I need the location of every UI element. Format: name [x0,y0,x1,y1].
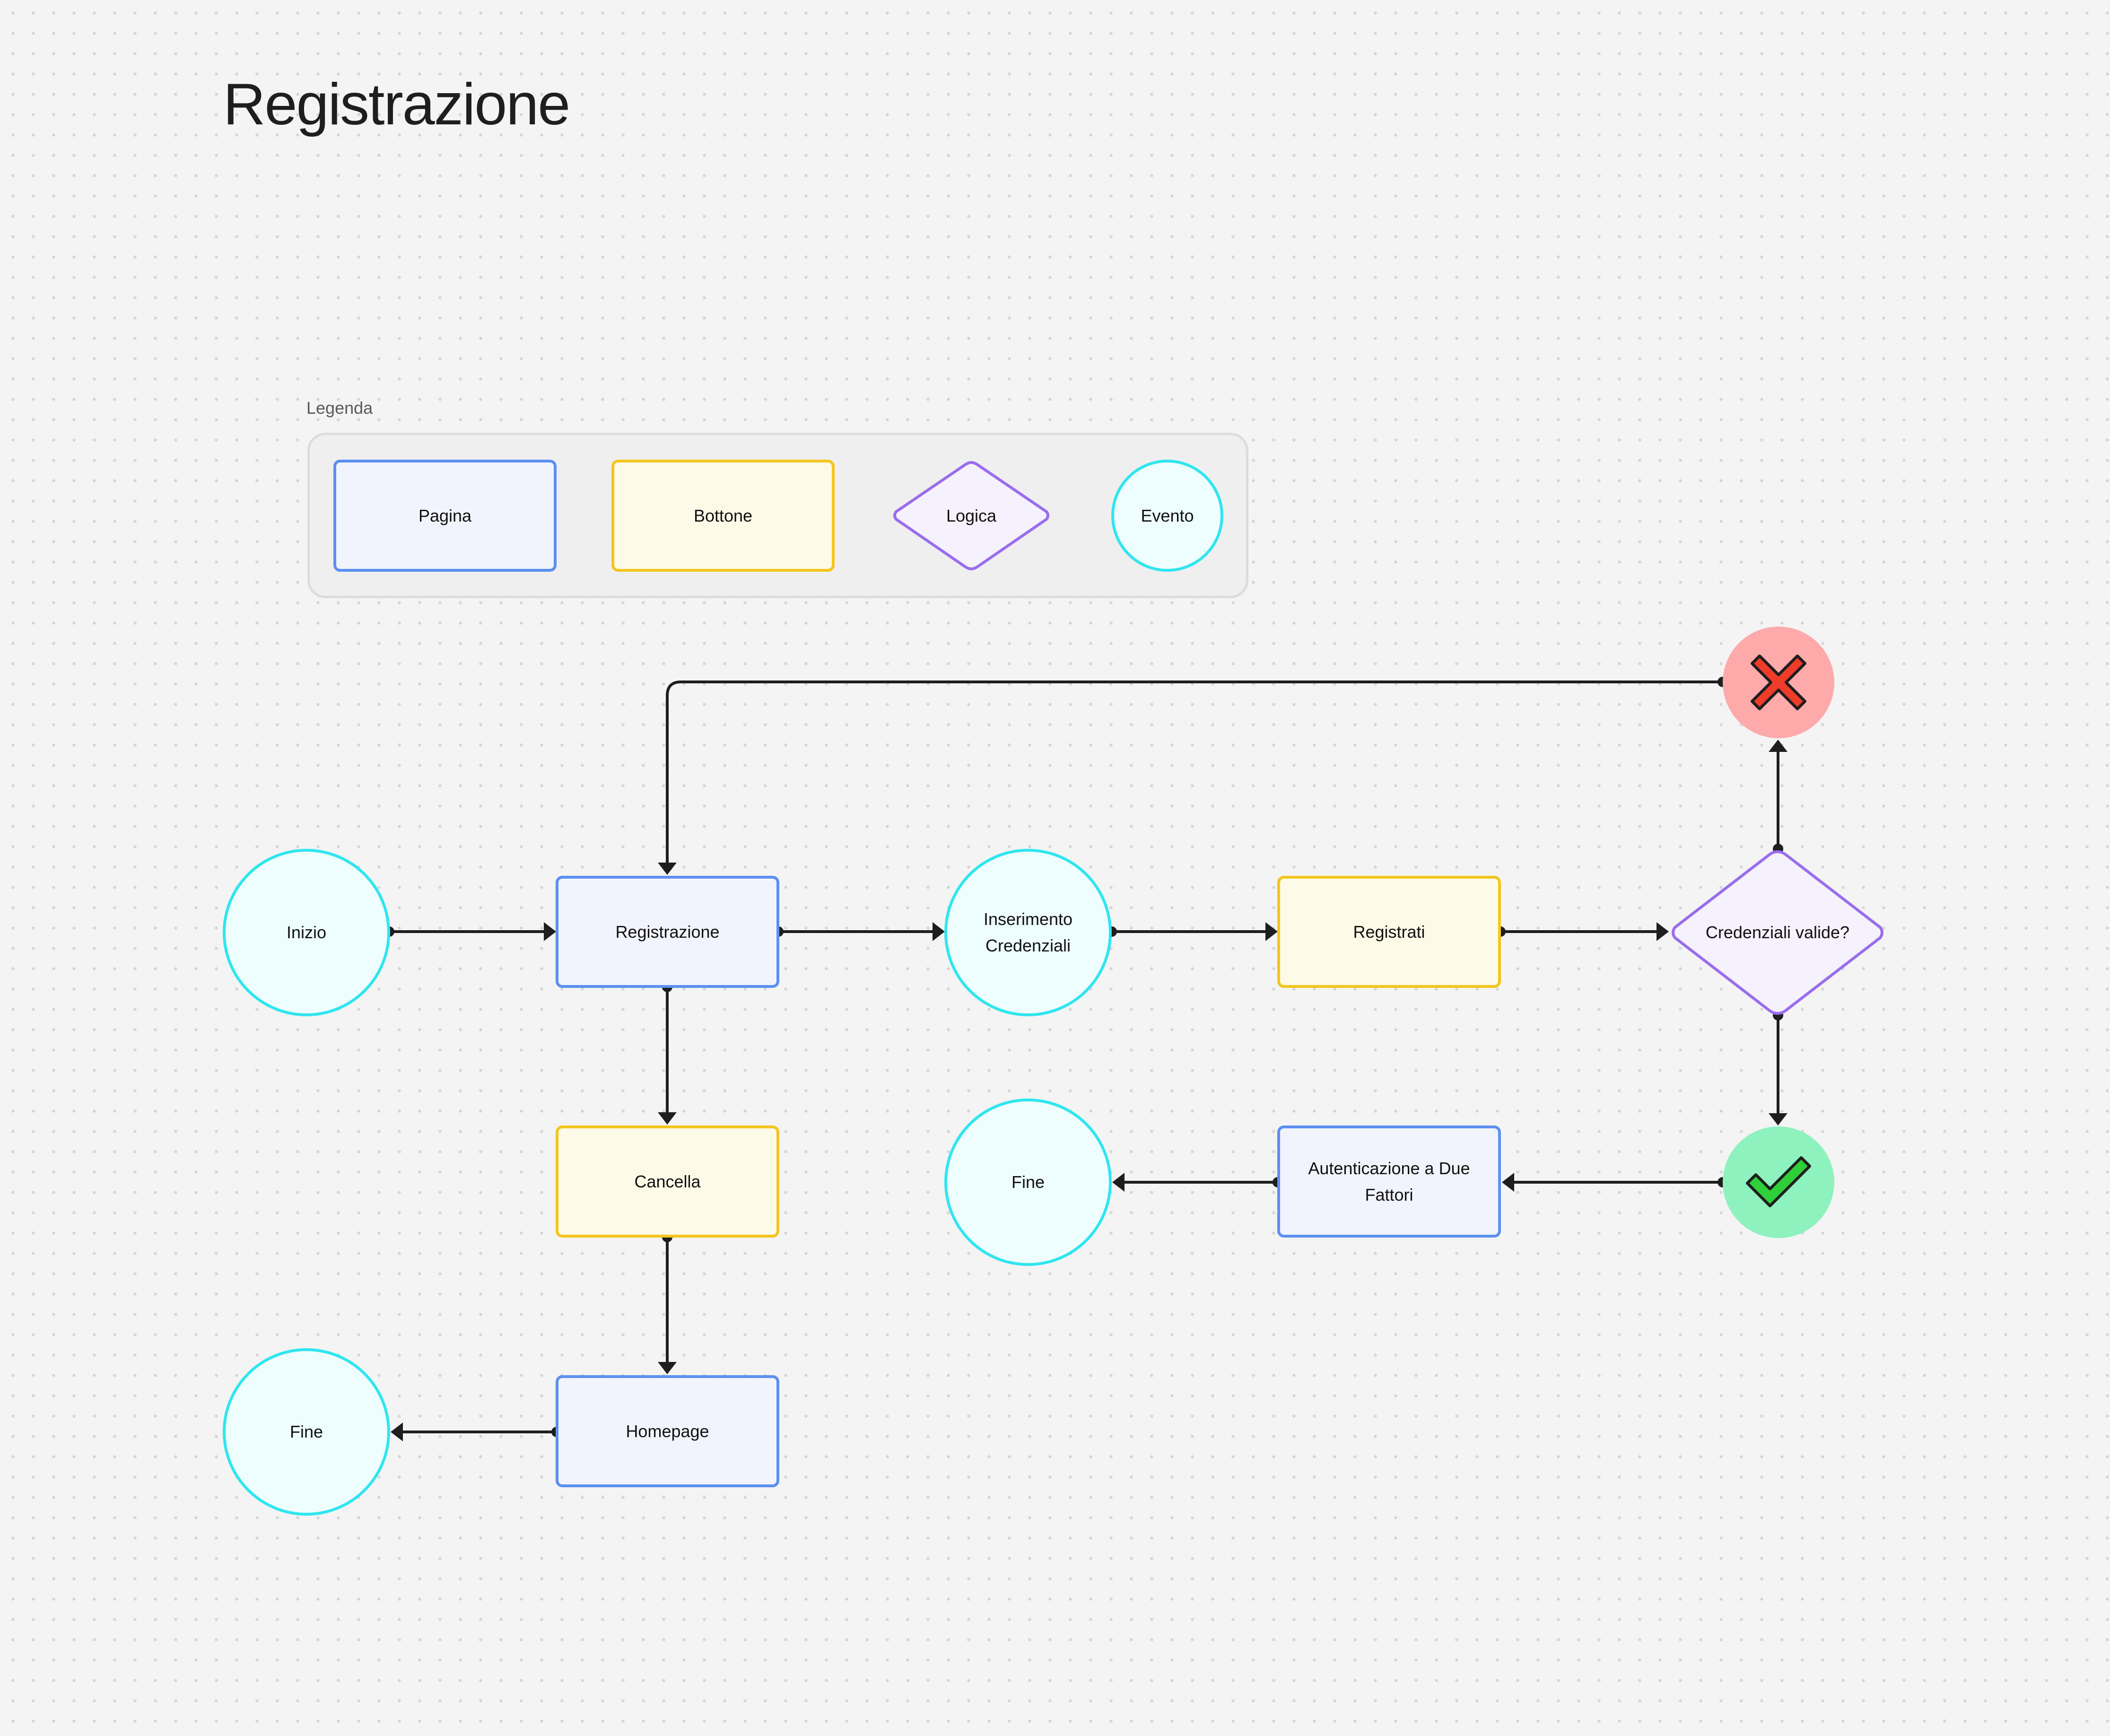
node-registrati-label: Registrati [1353,922,1425,942]
node-homepage[interactable]: Homepage [556,1375,779,1487]
node-inserimento-credenziali[interactable]: Inserimento Credenziali [944,849,1112,1016]
node-inizio[interactable]: Inizio [223,849,390,1016]
x-mark-icon [1751,654,1806,710]
node-cancella-label: Cancella [634,1171,701,1191]
node-autenticazione-label: Autenticazione a Due Fattori [1308,1158,1470,1204]
legend-page-label: Pagina [418,506,472,525]
legend-button-label: Bottone [693,506,753,525]
node-credenziali-valide-label: Credenziali valide? [1705,923,1850,942]
node-registrazione[interactable]: Registrazione [556,876,779,988]
legend-event-label: Evento [1141,506,1194,525]
node-fine-right-label: Fine [1011,1172,1045,1192]
node-homepage-label: Homepage [626,1421,709,1441]
check-mark-icon [1746,1156,1811,1207]
node-cancella[interactable]: Cancella [556,1125,779,1238]
node-fine-right[interactable]: Fine [944,1099,1112,1266]
page-title: Registrazione [223,72,570,137]
node-inserimento-label: Inserimento Credenziali [983,909,1073,955]
node-inizio-label: Inizio [286,923,327,942]
node-registrati[interactable]: Registrati [1277,876,1501,988]
node-credenziali-valide[interactable]: Credenziali valide? [1668,849,1887,1016]
edge-error-registrazione [666,680,1723,863]
node-registrazione-label: Registrazione [615,922,720,942]
node-autenticazione[interactable]: Autenticazione a Due Fattori [1277,1125,1501,1238]
legend-button-swatch: Bottone [611,460,835,572]
legend-event-swatch: Evento [1111,460,1223,572]
node-fine-left-label: Fine [289,1422,323,1442]
legend-panel: Pagina Bottone Logica Evento [307,433,1722,598]
node-success[interactable] [1723,1126,1834,1238]
node-fine-left[interactable]: Fine [223,1348,390,1516]
legend-logic-label: Logica [946,506,997,525]
node-error[interactable] [1723,627,1834,738]
legend-logic-swatch: Logica [890,460,1052,572]
legend-label: Legenda [306,398,373,418]
legend-page-swatch: Pagina [333,460,557,572]
